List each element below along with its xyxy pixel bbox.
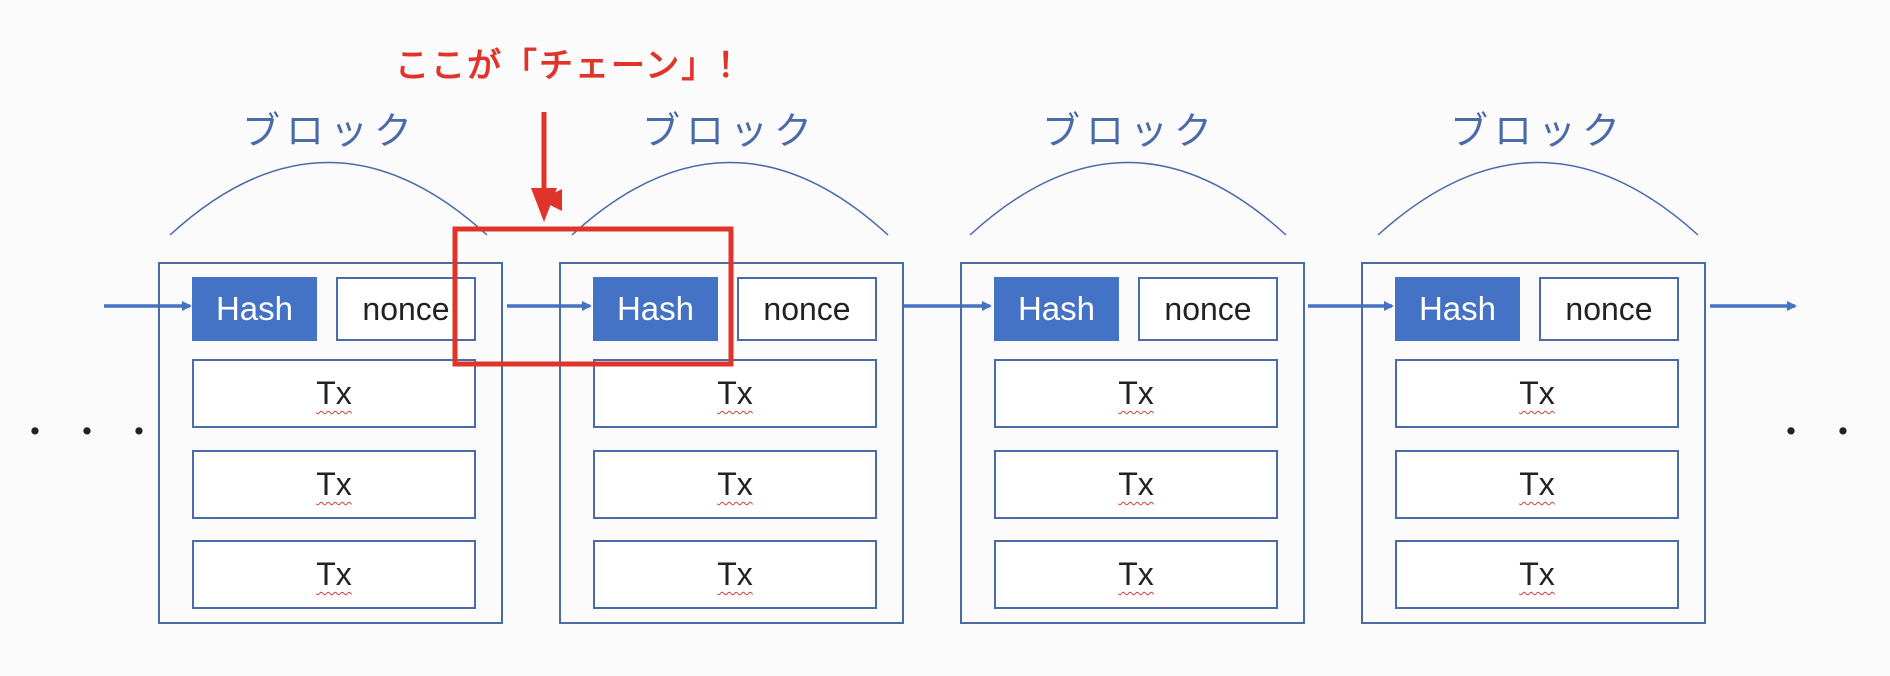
tx-label: Tx <box>717 466 753 502</box>
tx-row: Tx <box>1395 359 1679 428</box>
block-3: Hash nonce Tx Tx Tx <box>960 262 1305 624</box>
tx-label: Tx <box>717 375 753 411</box>
tx-row: Tx <box>994 450 1278 519</box>
block-title-1: ブロック <box>241 109 418 153</box>
tx-row: Tx <box>192 450 476 519</box>
block-title-2: ブロック <box>641 109 818 153</box>
hash-field: Hash <box>1395 277 1520 341</box>
tx-label: Tx <box>1519 556 1555 592</box>
tx-label: Tx <box>316 375 352 411</box>
tx-row: Tx <box>1395 450 1679 519</box>
nonce-field: nonce <box>1138 277 1278 341</box>
ellipsis-left: ・・・ <box>18 413 174 453</box>
tx-label: Tx <box>1118 556 1154 592</box>
tx-label: Tx <box>316 556 352 592</box>
tx-row: Tx <box>593 540 877 609</box>
tx-label: Tx <box>1118 375 1154 411</box>
hash-field: Hash <box>994 277 1119 341</box>
block-1: Hash nonce Tx Tx Tx <box>158 262 503 624</box>
block-arc-1 <box>169 161 488 236</box>
tx-label: Tx <box>1118 466 1154 502</box>
hash-field: Hash <box>192 277 317 341</box>
nonce-field: nonce <box>1539 277 1679 341</box>
tx-row: Tx <box>994 540 1278 609</box>
block-arc-2 <box>571 161 889 236</box>
tx-row: Tx <box>1395 540 1679 609</box>
block-arc-3 <box>969 161 1287 236</box>
block-2: Hash nonce Tx Tx Tx <box>559 262 904 624</box>
ellipsis-right: ・・・ <box>1774 413 1890 453</box>
tx-label: Tx <box>316 466 352 502</box>
block-title-4: ブロック <box>1449 109 1626 153</box>
tx-row: Tx <box>994 359 1278 428</box>
nonce-field: nonce <box>737 277 877 341</box>
tx-row: Tx <box>192 359 476 428</box>
block-title-3: ブロック <box>1041 109 1218 153</box>
block-4: Hash nonce Tx Tx Tx <box>1361 262 1706 624</box>
hash-field: Hash <box>593 277 718 341</box>
tx-row: Tx <box>593 450 877 519</box>
nonce-field: nonce <box>336 277 476 341</box>
tx-row: Tx <box>593 359 877 428</box>
tx-row: Tx <box>192 540 476 609</box>
tx-label: Tx <box>1519 375 1555 411</box>
tx-label: Tx <box>1519 466 1555 502</box>
tx-label: Tx <box>717 556 753 592</box>
chain-callout-label: ここが「チェーン」！ <box>395 46 754 86</box>
block-arc-4 <box>1377 161 1699 236</box>
